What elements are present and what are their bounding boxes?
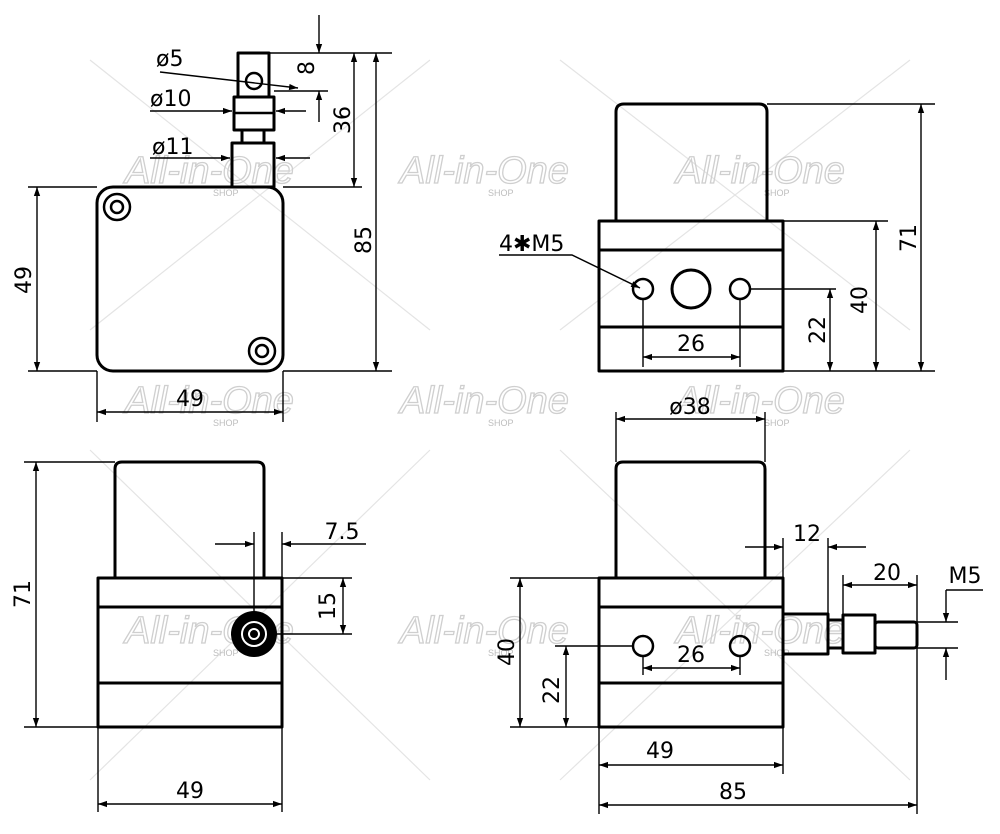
drum-housing xyxy=(113,460,266,578)
watermark-sub: SHOP xyxy=(213,648,239,658)
dim-hole-spacing: 26 xyxy=(677,332,705,357)
dim-hole-spacing: 26 xyxy=(677,643,705,668)
dim-offset: 7.5 xyxy=(325,520,360,545)
watermark-text: All-in-One xyxy=(123,150,294,192)
dim-body-width: 49 xyxy=(176,387,204,412)
dim-hole-height: 15 xyxy=(316,592,341,620)
dim-hole-height: 22 xyxy=(540,676,565,704)
dim-drum-diameter: ø38 xyxy=(669,395,710,420)
watermark-text: All-in-One xyxy=(398,150,569,192)
watermark-sub: SHOP xyxy=(213,188,239,198)
watermark-text: All-in-One xyxy=(123,380,294,422)
view-bottom-left: 7.5 15 71 49 xyxy=(11,460,366,812)
view-bottom-right: ø38 12 20 M5 26 40 22 49 85 xyxy=(495,395,983,814)
drum-housing xyxy=(614,460,767,578)
dim-protrusion: 12 xyxy=(793,522,821,547)
shaft-neck xyxy=(240,128,266,145)
wire-outlet xyxy=(231,611,277,657)
mounting-screw-inner xyxy=(109,199,125,215)
mounting-hole xyxy=(728,277,752,301)
mounting-hole xyxy=(631,634,655,658)
watermark-sub: SHOP xyxy=(488,648,514,658)
base-block xyxy=(597,219,785,373)
pin-hole xyxy=(244,71,264,91)
watermark-sub: SHOP xyxy=(213,418,239,428)
dim-hole-diameter: ø5 xyxy=(156,47,183,72)
dim-body-height: 49 xyxy=(12,266,37,294)
mounting-screw xyxy=(102,192,132,222)
wire-exit-hole xyxy=(670,268,712,310)
watermark-text: All-in-One xyxy=(674,610,845,652)
dimensions xyxy=(28,15,392,422)
dimensions xyxy=(499,103,935,372)
dim-shaft-diameter: ø10 xyxy=(150,87,191,112)
mounting-screw-inner xyxy=(254,343,270,359)
dim-width: 49 xyxy=(176,779,204,804)
dim-pin-length: 8 xyxy=(295,61,320,75)
dim-thread: M5 xyxy=(949,564,982,589)
dimensions xyxy=(510,412,983,814)
view-top-right: 4✱M5 26 22 40 71 xyxy=(499,102,935,373)
watermark-text: All-in-One xyxy=(398,610,569,652)
base-block xyxy=(96,576,284,729)
dim-total-height: 71 xyxy=(11,580,36,608)
wire-pin xyxy=(236,51,271,99)
watermark-sub: SHOP xyxy=(764,418,790,428)
sensor-body xyxy=(95,185,285,373)
outlet-collar xyxy=(841,613,877,655)
watermark: All-in-One SHOP All-in-One SHOP All-in-O… xyxy=(89,59,911,781)
dim-threads: 4✱M5 xyxy=(499,232,564,257)
dim-total-height: 85 xyxy=(352,226,377,254)
wire-pin xyxy=(873,620,919,650)
watermark-text: All-in-One xyxy=(398,380,569,422)
dim-total-width: 85 xyxy=(719,780,747,805)
mounting-hole xyxy=(631,277,655,301)
dim-base-height: 40 xyxy=(495,638,520,666)
dim-pin-length: 20 xyxy=(873,561,901,586)
dim-hole-height: 22 xyxy=(806,316,831,344)
watermark-sub: SHOP xyxy=(488,188,514,198)
watermark-sub: SHOP xyxy=(488,418,514,428)
dim-boss-diameter: ø11 xyxy=(152,135,193,160)
dim-boss-length: 36 xyxy=(331,106,356,134)
watermark-sub: SHOP xyxy=(764,648,790,658)
dim-base-height: 40 xyxy=(848,286,873,314)
dim-total-height: 71 xyxy=(897,224,922,252)
mounting-screw xyxy=(247,336,277,366)
watermark-text: All-in-One xyxy=(674,380,845,422)
watermark-text: All-in-One xyxy=(674,150,845,192)
watermark-sub: SHOP xyxy=(764,188,790,198)
view-top-left: ø5 ø10 ø11 8 36 85 49 49 xyxy=(12,15,392,422)
dim-body-width: 49 xyxy=(646,739,674,764)
drum-housing xyxy=(614,102,769,221)
dimensions xyxy=(24,461,366,812)
